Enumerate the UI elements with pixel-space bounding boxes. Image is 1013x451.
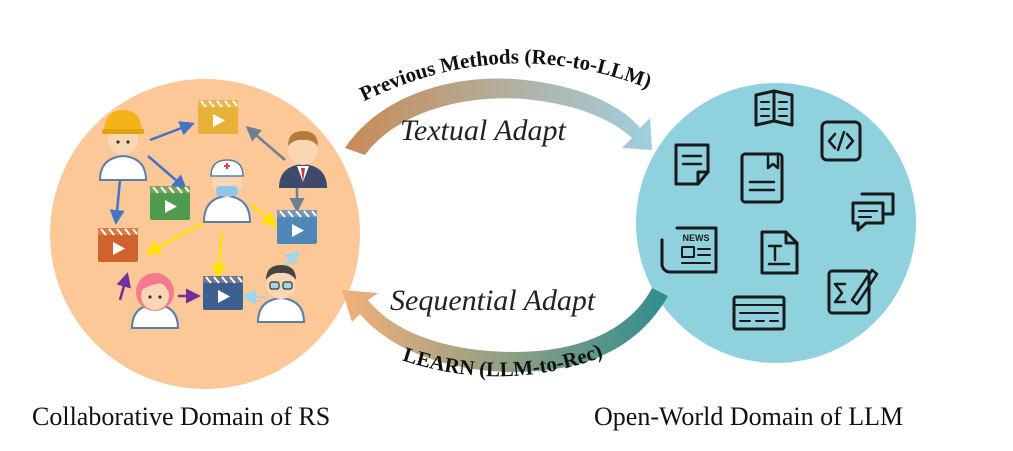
bookmark-doc-icon bbox=[740, 152, 784, 204]
woman-avatar bbox=[130, 273, 180, 329]
textual-adapt-label: Textual Adapt bbox=[400, 114, 567, 147]
video-item-orange bbox=[97, 227, 139, 263]
open-world-domain-circle bbox=[636, 83, 916, 363]
sum-edit-icon bbox=[827, 268, 879, 315]
chat-icon bbox=[851, 192, 895, 232]
form-icon bbox=[732, 295, 786, 331]
video-item-blue bbox=[276, 209, 318, 245]
businessman-avatar bbox=[279, 131, 327, 188]
video-item-yellow bbox=[197, 99, 239, 135]
glasses-man-avatar bbox=[256, 265, 306, 323]
document-icon bbox=[674, 143, 710, 186]
video-item-navy bbox=[202, 275, 244, 311]
book-icon bbox=[754, 89, 794, 127]
sequential-adapt-label: Sequential Adapt bbox=[390, 284, 596, 317]
top-arc-arrow bbox=[345, 78, 652, 155]
news-badge-label: NEWS bbox=[683, 233, 710, 243]
newspaper-icon bbox=[660, 226, 718, 274]
code-icon bbox=[820, 120, 862, 162]
worker-avatar bbox=[98, 110, 148, 181]
collaborative-domain-caption: Collaborative Domain of RS bbox=[32, 402, 331, 431]
bottom-arc-arrow bbox=[342, 288, 668, 372]
video-item-green bbox=[149, 185, 191, 221]
open-world-domain-caption: Open-World Domain of LLM bbox=[594, 402, 904, 431]
doctor-avatar bbox=[202, 159, 252, 223]
interaction-edges bbox=[109, 121, 305, 305]
text-doc-icon bbox=[760, 230, 799, 275]
